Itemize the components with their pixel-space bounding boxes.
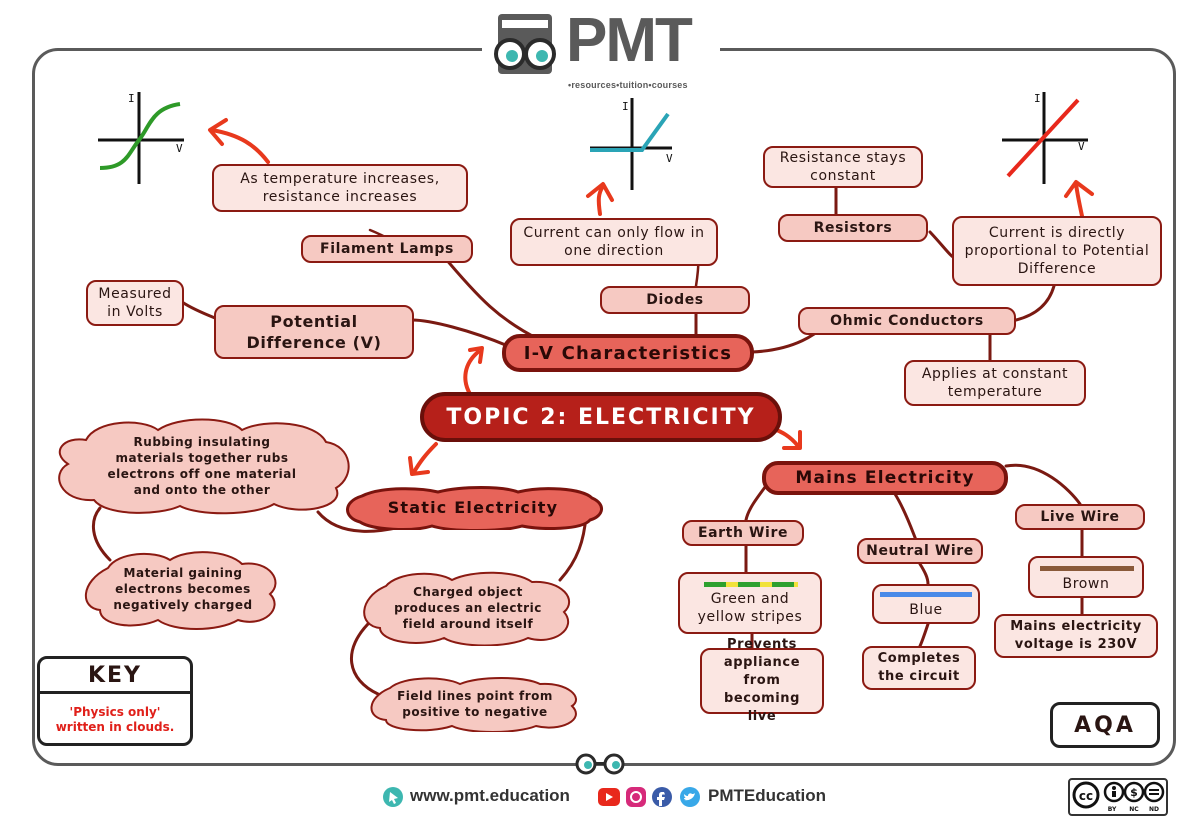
footer-glasses-icon: [575, 753, 625, 775]
measured-volts-note: Measured in Volts: [86, 280, 184, 326]
link-ohmic-proportional: [1014, 284, 1056, 322]
exam-board-badge: AQA: [1050, 702, 1160, 748]
live-wire-node: Live Wire: [1015, 504, 1145, 530]
key-box: KEY 'Physics only' written in clouds.: [37, 656, 193, 746]
rubbing-cloud: Rubbing insulating materials together ru…: [46, 416, 358, 516]
diode-axis-i: I: [622, 100, 629, 113]
ohmic-conductors-node: Ohmic Conductors: [798, 307, 1016, 335]
arrow-ohmic-graph: [1074, 182, 1084, 218]
social-icons: [598, 787, 700, 807]
pmt-tagline: •resources•tuition•courses: [568, 80, 688, 90]
link-charged-fieldlines: [349, 618, 380, 696]
arrow-diode-graph: [596, 184, 605, 216]
earth-colour-text: Green and yellow stripes: [697, 591, 803, 625]
live-colour-node: Brown: [1028, 556, 1144, 598]
filament-graph: [98, 92, 184, 184]
filament-axis-i: I: [128, 92, 135, 105]
link-pd-volts: [180, 300, 217, 320]
ohmic-line: [1006, 98, 1080, 178]
field-lines-text: Field lines point from positive to negat…: [397, 689, 553, 719]
footer-social-handle[interactable]: PMTEducation: [708, 786, 827, 805]
filament-lamps-node: Filament Lamps: [301, 235, 473, 263]
charged-object-text: Charged object produces an electric fiel…: [394, 585, 542, 631]
charged-object-cloud: Charged object produces an electric fiel…: [356, 570, 580, 646]
cc-license-icon: cc $ BY NC ND: [1072, 781, 1165, 813]
key-text: 'Physics only' written in clouds.: [55, 705, 175, 734]
filament-note: As temperature increases, resistance inc…: [212, 164, 468, 212]
creative-commons-badge: cc $ BY NC ND: [1068, 778, 1168, 816]
earth-stripe-icon: [704, 582, 798, 587]
filament-axis-v: V: [176, 142, 183, 155]
ohmic-axis-v: V: [1078, 140, 1085, 153]
neutral-note: Completes the circuit: [862, 646, 976, 690]
link-neutral-colour: [918, 562, 930, 586]
link-mains-neutral: [893, 492, 918, 542]
arrow-title-static: [412, 442, 438, 474]
neutral-stripe-icon: [880, 592, 972, 597]
iv-characteristics-branch: I-V Characteristics: [502, 334, 754, 372]
rubbing-text: Rubbing insulating materials together ru…: [107, 435, 297, 497]
pmt-glasses-icon: [494, 14, 556, 74]
diode-curve: [590, 112, 670, 152]
svg-text:$: $: [1130, 786, 1138, 799]
field-lines-cloud: Field lines point from positive to negat…: [364, 676, 586, 732]
svg-text:cc: cc: [1079, 789, 1093, 803]
diode-graph: [590, 98, 672, 190]
link-rubbing-gaining: [91, 506, 112, 562]
topic-title: TOPIC 2: ELECTRICITY: [420, 392, 782, 442]
gaining-text: Material gaining electrons becomes negat…: [113, 566, 253, 612]
ohmic-proportional-note: Current is directly proportional to Pote…: [952, 216, 1162, 286]
link-neutral-note: [918, 622, 930, 648]
website-cursor-icon: [383, 787, 403, 807]
ohmic-temperature-note: Applies at constant temperature: [904, 360, 1086, 406]
diode-axis-v: V: [666, 152, 673, 165]
diode-note: Current can only flow in one direction: [510, 218, 718, 266]
resistor-note: Resistance stays constant: [763, 146, 923, 188]
resistors-node: Resistors: [778, 214, 928, 242]
link-iv-filament: [438, 250, 542, 342]
ohmic-axis-i: I: [1034, 92, 1041, 105]
earth-note: Prevents appliance from becoming live: [700, 637, 824, 724]
gaining-cloud: Material gaining electrons becomes negat…: [78, 548, 288, 630]
filament-curve: [99, 102, 181, 170]
static-electricity-label: Static Electricity: [387, 498, 559, 517]
arrow-title-iv: [463, 350, 480, 396]
pmt-wordmark: PMT: [566, 6, 693, 75]
ohmic-graph: [1002, 92, 1088, 184]
pmt-logo: [482, 8, 720, 92]
static-electricity-branch: Static Electricity: [342, 486, 604, 530]
cc-nd-label: ND: [1149, 806, 1159, 813]
footer-website[interactable]: www.pmt.education: [410, 786, 570, 805]
potential-difference-node: Potential Difference (V): [214, 305, 414, 359]
diodes-node: Diodes: [600, 286, 750, 314]
link-mains-live: [1004, 463, 1082, 506]
arrow-filament-graph: [210, 128, 270, 164]
instagram-icon: [626, 787, 646, 807]
neutral-wire-node: Neutral Wire: [857, 538, 983, 564]
cc-by-label: BY: [1108, 806, 1117, 813]
cc-nc-label: NC: [1129, 806, 1139, 813]
key-heading: KEY: [40, 659, 190, 694]
live-colour-text: Brown: [1062, 576, 1110, 592]
neutral-colour-text: Blue: [909, 602, 943, 618]
neutral-colour-node: Blue: [872, 584, 980, 624]
mains-electricity-branch: Mains Electricity: [762, 461, 1008, 495]
earth-wire-node: Earth Wire: [682, 520, 804, 546]
live-stripe-icon: [1040, 566, 1134, 571]
live-note: Mains electricity voltage is 230V: [994, 614, 1158, 658]
link-iv-pd: [410, 318, 510, 348]
